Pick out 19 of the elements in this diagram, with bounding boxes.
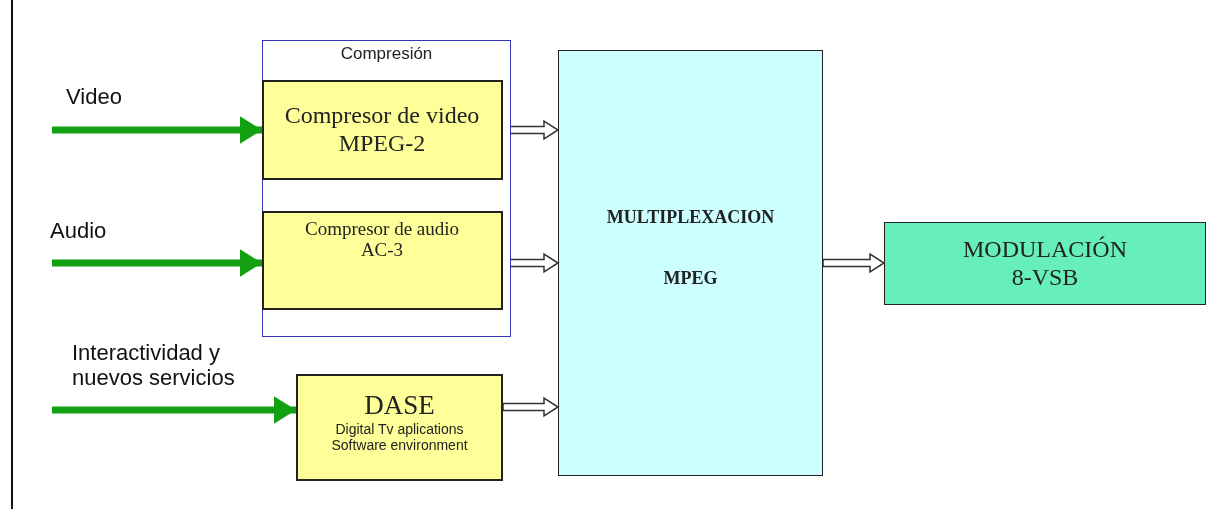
box-title: Compresor de video MPEG-2: [283, 101, 481, 158]
process-box: [261, 210, 503, 310]
edge-label: Interactividad y nuevos servicios: [72, 340, 236, 391]
group-box: [262, 40, 511, 337]
process-box: [296, 374, 503, 481]
box-title: MULTIPLEXACION: [606, 207, 775, 228]
block-arrow: [502, 396, 560, 418]
process-box: [261, 79, 503, 180]
box-text: Digital Tv aplications Software environment: [330, 421, 469, 454]
box-title: DASE: [364, 390, 435, 422]
box-title: Compresor de audio AC-3: [303, 217, 461, 262]
block-arrow: [822, 252, 886, 274]
process-box: [884, 222, 1206, 305]
box-title: MODULACIÓN 8-VSB: [963, 235, 1127, 292]
process-box: [558, 50, 823, 476]
edge-label: Audio: [50, 218, 107, 244]
edge-label: Video: [66, 84, 122, 110]
group-title: Compresión: [340, 44, 433, 64]
box-text: MPEG: [663, 268, 718, 289]
